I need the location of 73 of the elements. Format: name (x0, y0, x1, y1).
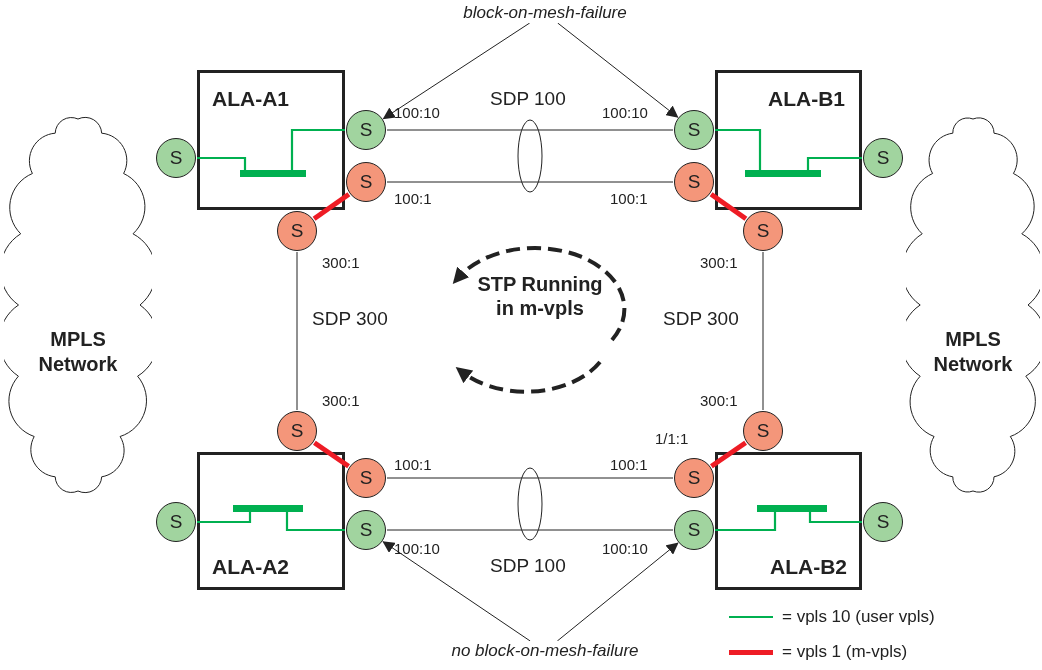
sdp-line (386, 181, 674, 183)
connection-line (715, 512, 777, 532)
arrow (556, 542, 679, 642)
service-circle: S (674, 458, 714, 498)
cloud-label: MPLS Network (37, 327, 119, 377)
router-box (715, 452, 862, 590)
bridge-bar (240, 170, 306, 177)
connection-line (285, 512, 345, 532)
arrow (382, 22, 531, 120)
line-label: 100:10 (602, 104, 648, 121)
router-box (715, 70, 862, 210)
line-label: 100:10 (394, 540, 440, 557)
line-label: 300:1 (322, 254, 360, 271)
line-label: 100:10 (602, 540, 648, 557)
service-circle: S (863, 138, 903, 178)
line-label: 100:1 (610, 456, 648, 473)
line-label: 100:10 (394, 104, 440, 121)
service-circle: S (277, 411, 317, 451)
line-label: 300:1 (700, 392, 738, 409)
connection-line (806, 156, 862, 170)
service-circle: S (863, 502, 903, 542)
arrow (557, 22, 679, 118)
line-label: 300:1 (700, 254, 738, 271)
service-circle: S (743, 211, 783, 251)
sdp-line (762, 251, 764, 411)
connection-line (710, 440, 747, 469)
service-circle: S (743, 411, 783, 451)
cloud-label: MPLS Network (932, 327, 1014, 377)
line-label: SDP 300 (312, 308, 388, 330)
line-label: 100:1 (610, 190, 648, 207)
line-label: 1/1:1 (655, 430, 689, 447)
line-label: SDP 300 (663, 308, 739, 330)
connection-line (290, 128, 345, 170)
service-circle: S (346, 510, 386, 550)
service-circle: S (346, 110, 386, 150)
connection-line (312, 192, 351, 221)
connection-line (808, 512, 862, 524)
service-circle: S (346, 458, 386, 498)
service-circle: S (674, 162, 714, 202)
connection-line (715, 128, 762, 170)
legend-text: = vpls 1 (m-vpls) (782, 642, 908, 662)
annotation-text: block-on-mesh-failure (463, 3, 627, 23)
service-circle: S (674, 510, 714, 550)
router-name: ALA-A2 (212, 555, 289, 579)
service-circle: S (277, 211, 317, 251)
router-name: ALA-A1 (212, 87, 289, 111)
line-label: SDP 100 (490, 555, 566, 577)
router-name: ALA-B2 (770, 555, 847, 579)
service-circle: S (346, 162, 386, 202)
router-box (197, 452, 345, 590)
sdp-line (386, 477, 674, 479)
legend-text: = vpls 10 (user vpls) (782, 607, 935, 627)
line-label: 100:1 (394, 456, 432, 473)
sdp-line (386, 129, 674, 131)
bridge-bar (233, 505, 303, 512)
service-circle: S (156, 138, 196, 178)
bridge-bar (745, 170, 821, 177)
line-label: 100:1 (394, 190, 432, 207)
router-name: ALA-B1 (768, 87, 845, 111)
sdp-line (296, 251, 298, 411)
bridge-bar (757, 505, 827, 512)
line-label: SDP 100 (490, 88, 566, 110)
line-label: 300:1 (322, 392, 360, 409)
connection-line (709, 192, 748, 221)
connection-line (197, 156, 247, 170)
connection-line (313, 440, 350, 469)
arrow (382, 541, 531, 642)
router-box (197, 70, 345, 210)
sdp-line (386, 529, 674, 531)
connection-line (197, 512, 252, 524)
service-circle: S (156, 502, 196, 542)
center-label: STP Running in m-vpls (476, 272, 604, 320)
service-circle: S (674, 110, 714, 150)
